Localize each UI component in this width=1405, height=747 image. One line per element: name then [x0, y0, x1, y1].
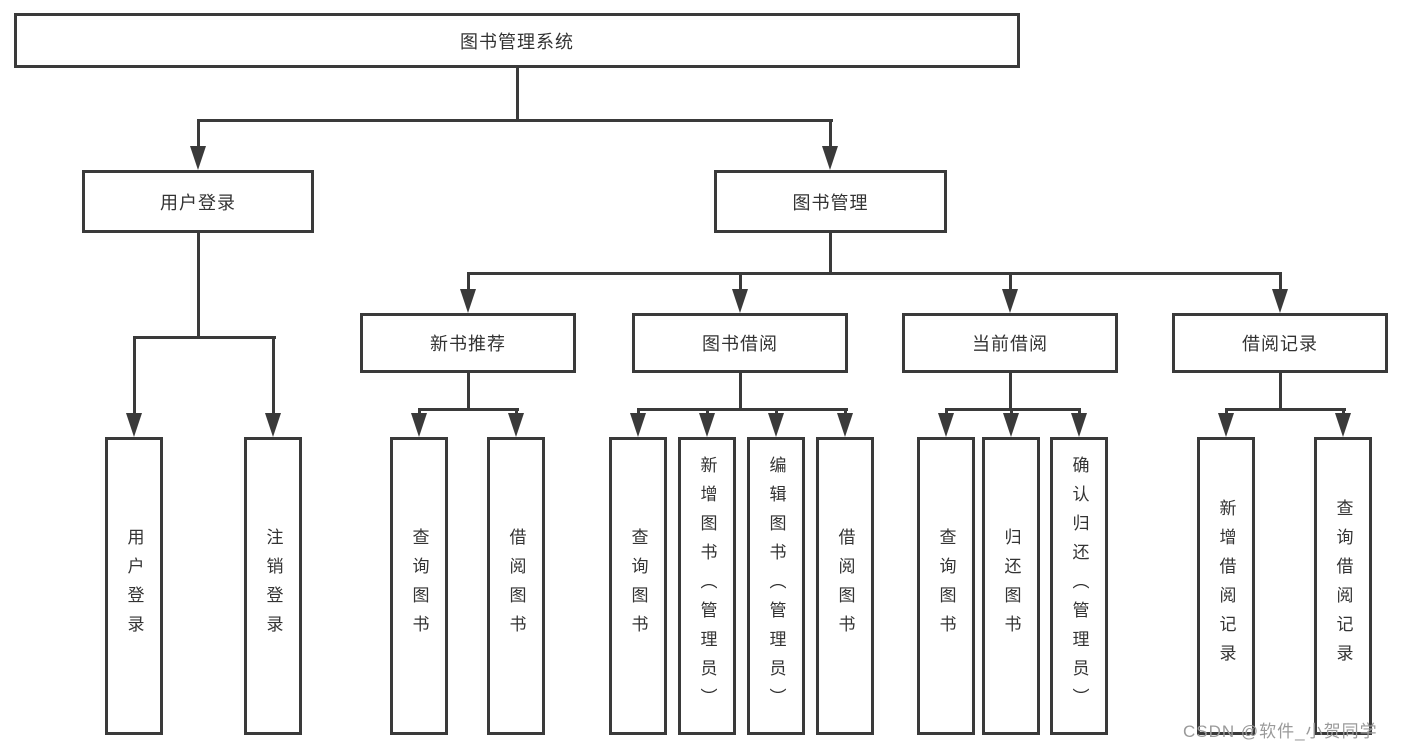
- arrow-down-icon: [732, 289, 748, 313]
- connector-line: [271, 336, 275, 415]
- connector-line: [636, 408, 848, 411]
- node-book-management: 图书管理: [714, 170, 947, 233]
- arrow-down-icon: [822, 146, 838, 170]
- connector-line: [132, 336, 276, 339]
- connector-line: [1278, 372, 1282, 411]
- leaf-logout: 注销登录: [244, 437, 302, 735]
- arrow-down-icon: [837, 413, 853, 437]
- leaf-records-query-record: 查询借阅记录: [1314, 437, 1372, 735]
- leaf-borrowing-add-books-admin: 新增图书（管理员）: [678, 437, 736, 735]
- leaf-current-confirm-return-admin-label: 确认归还（管理员）: [1069, 455, 1089, 717]
- leaf-borrowing-borrow-books-label: 借阅图书: [835, 528, 855, 644]
- connector-line: [515, 68, 519, 121]
- leaf-current-query-books: 查询图书: [917, 437, 975, 735]
- arrow-down-icon: [1002, 289, 1018, 313]
- leaf-current-query-books-label: 查询图书: [936, 528, 956, 644]
- connector-line: [1224, 408, 1346, 411]
- leaf-recommend-query-books: 查询图书: [390, 437, 448, 735]
- node-new-book-recommendation: 新书推荐: [360, 313, 576, 373]
- node-borrowing-records: 借阅记录: [1172, 313, 1388, 373]
- node-book-borrowing: 图书借阅: [632, 313, 848, 373]
- leaf-borrowing-borrow-books: 借阅图书: [816, 437, 874, 735]
- leaf-current-return-books-label: 归还图书: [1001, 528, 1021, 644]
- node-user-login: 用户登录: [82, 170, 314, 233]
- connector-line: [196, 119, 833, 122]
- node-book-borrowing-label: 图书借阅: [702, 334, 778, 354]
- arrow-down-icon: [699, 413, 715, 437]
- arrow-down-icon: [265, 413, 281, 437]
- connector-line: [417, 408, 519, 411]
- leaf-records-add-record-label: 新增借阅记录: [1216, 499, 1236, 673]
- connector-line: [1278, 272, 1282, 292]
- node-current-borrowing: 当前借阅: [902, 313, 1118, 373]
- connector-line: [196, 232, 200, 339]
- arrow-down-icon: [1335, 413, 1351, 437]
- node-borrowing-records-label: 借阅记录: [1242, 334, 1318, 354]
- leaf-borrowing-add-books-admin-label: 新增图书（管理员）: [697, 455, 717, 717]
- leaf-recommend-query-books-label: 查询图书: [409, 528, 429, 644]
- arrow-down-icon: [1003, 413, 1019, 437]
- connector-line: [132, 336, 136, 415]
- connector-line: [466, 272, 470, 292]
- arrow-down-icon: [411, 413, 427, 437]
- connector-line: [738, 272, 742, 292]
- leaf-user-login: 用户登录: [105, 437, 163, 735]
- arrow-down-icon: [1071, 413, 1087, 437]
- leaf-logout-label: 注销登录: [263, 528, 283, 644]
- connector-line: [466, 372, 470, 411]
- watermark: CSDN @软件_小贺同学: [1183, 722, 1378, 741]
- connector-line: [944, 408, 1081, 411]
- leaf-borrowing-edit-books-admin: 编辑图书（管理员）: [747, 437, 805, 735]
- arrow-down-icon: [460, 289, 476, 313]
- node-book-management-label: 图书管理: [792, 192, 869, 213]
- node-root: 图书管理系统: [14, 13, 1020, 68]
- connector-line: [828, 232, 832, 275]
- connector-line: [1008, 372, 1012, 411]
- node-new-book-recommendation-label: 新书推荐: [430, 334, 506, 354]
- leaf-user-login-label: 用户登录: [124, 528, 144, 644]
- node-current-borrowing-label: 当前借阅: [972, 334, 1048, 354]
- arrow-down-icon: [1218, 413, 1234, 437]
- arrow-down-icon: [938, 413, 954, 437]
- leaf-borrowing-edit-books-admin-label: 编辑图书（管理员）: [766, 455, 786, 717]
- arrow-down-icon: [126, 413, 142, 437]
- node-root-label: 图书管理系统: [460, 31, 574, 52]
- leaf-records-query-record-label: 查询借阅记录: [1333, 499, 1353, 673]
- connector-line: [828, 119, 832, 151]
- leaf-records-add-record: 新增借阅记录: [1197, 437, 1255, 735]
- connector-line: [1008, 272, 1012, 292]
- connector-line: [738, 372, 742, 411]
- leaf-borrowing-query-books-label: 查询图书: [628, 528, 648, 644]
- arrow-down-icon: [630, 413, 646, 437]
- arrow-down-icon: [1272, 289, 1288, 313]
- leaf-current-return-books: 归还图书: [982, 437, 1040, 735]
- leaf-recommend-borrow-books: 借阅图书: [487, 437, 545, 735]
- arrow-down-icon: [768, 413, 784, 437]
- leaf-current-confirm-return-admin: 确认归还（管理员）: [1050, 437, 1108, 735]
- leaf-recommend-borrow-books-label: 借阅图书: [506, 528, 526, 644]
- node-user-login-label: 用户登录: [160, 192, 236, 213]
- arrow-down-icon: [508, 413, 524, 437]
- connector-line: [466, 272, 1282, 275]
- arrow-down-icon: [190, 146, 206, 170]
- connector-line: [196, 119, 200, 151]
- leaf-borrowing-query-books: 查询图书: [609, 437, 667, 735]
